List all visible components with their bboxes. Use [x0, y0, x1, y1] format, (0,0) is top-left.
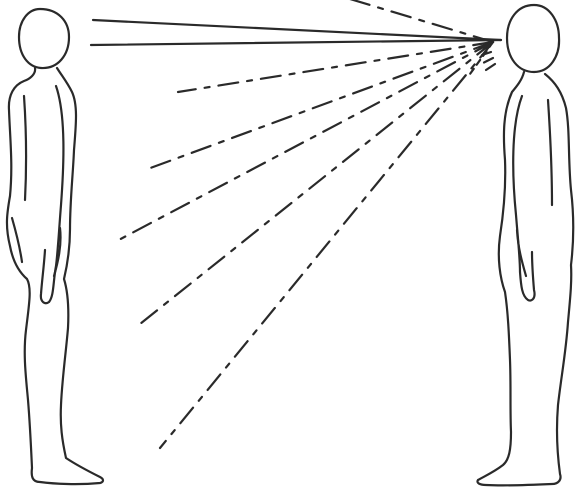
- eye-dash-mark: [486, 64, 495, 70]
- solid-sight-line: [93, 20, 501, 40]
- right-figure: [477, 5, 573, 485]
- right-figure-torso-inner: [548, 100, 552, 205]
- solid-sight-line: [91, 40, 501, 45]
- left-figure-torso-inner: [24, 96, 26, 200]
- eye-dash-mark: [484, 58, 493, 63]
- eye-dash-mark: [481, 46, 490, 48]
- left-figure: [7, 9, 103, 484]
- sight-lines: [91, 0, 501, 448]
- left-figure-head: [19, 9, 69, 68]
- dashed-sight-line: [145, 42, 493, 170]
- right-figure-outline: [477, 72, 573, 485]
- left-figure-arm: [41, 86, 64, 303]
- dashed-sight-line: [135, 42, 493, 328]
- left-figure-buttock: [12, 218, 22, 262]
- right-figure-head: [507, 5, 559, 72]
